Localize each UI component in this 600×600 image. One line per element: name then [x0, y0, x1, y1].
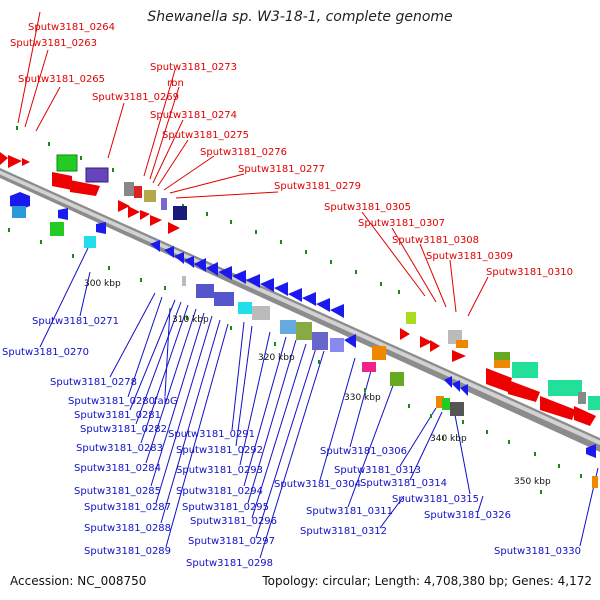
gene-label-0288: Sputw3181_0288 [84, 523, 171, 534]
tick-label-330: 330 kbp [344, 393, 381, 403]
gene-label-0313: Sputw3181_0313 [334, 465, 421, 476]
gene-label-0287: Sputw3181_0287 [84, 502, 171, 513]
gene-label-0296: Sputw3181_0296 [190, 516, 277, 527]
tick-label-310: 310 kbp [172, 315, 209, 325]
gene-label-0264: Sputw3181_0264 [28, 22, 115, 33]
gene-label-0284: Sputw3181_0284 [74, 463, 161, 474]
gene-label-0274: Sputw3181_0274 [150, 110, 237, 121]
gene-label-0306: Sputw3181_0306 [320, 446, 407, 457]
gene-label-0305: Sputw3181_0305 [324, 202, 411, 213]
tick-label-320: 320 kbp [258, 353, 295, 363]
accession-text: Accession: NC_008750 [10, 574, 147, 588]
gene-label-0294: Sputw3181_0294 [176, 486, 263, 497]
scale-tick-marks [8, 126, 582, 494]
gene-label-0295: Sputw3181_0295 [182, 502, 269, 513]
gene-label-0304: Sputw3181_0304 [274, 479, 361, 490]
gene-label-0270: Sputw3181_0270 [2, 347, 89, 358]
gene-label-0276: Sputw3181_0276 [200, 147, 287, 158]
gene-label-0297: Sputw3181_0297 [188, 536, 275, 547]
gene-label-0291: Sputw3181_0291 [168, 429, 255, 440]
gene-label-0298: Sputw3181_0298 [186, 558, 273, 569]
map-title: Shewanella sp. W3-18-1, complete genome [147, 9, 453, 25]
gene-label-0271: Sputw3181_0271 [32, 316, 119, 327]
gene-label-0289: Sputw3181_0289 [84, 546, 171, 557]
gene-label-0280: Sputw3181_0280 [68, 396, 155, 407]
forward-label-leaders [17, 11, 489, 317]
gene-label-0277: Sputw3181_0277 [238, 164, 325, 175]
gene-label-0314: Sputw3181_0314 [360, 478, 447, 489]
gene-label-0281: Sputw3181_0281 [74, 410, 161, 421]
tick-label-300: 300 kbp [84, 279, 121, 289]
gene-label-0293: Sputw3181_0293 [176, 465, 263, 476]
gene-label-0312: Sputw3181_0312 [300, 526, 387, 537]
gene-label-0275: Sputw3181_0275 [162, 130, 249, 141]
gene-label-0292: Sputw3181_0292 [176, 445, 263, 456]
tick-label-350: 350 kbp [514, 477, 551, 487]
gene-label-0265: Sputw3181_0265 [18, 74, 105, 85]
gene-label-0315: Sputw3181_0315 [392, 494, 479, 505]
gene-label-0311: Sputw3181_0311 [306, 506, 393, 517]
gene-label-0283: Sputw3181_0283 [76, 443, 163, 454]
gene-label-0285: Sputw3181_0285 [74, 486, 161, 497]
gene-label-0307: Sputw3181_0307 [358, 218, 445, 229]
gene-label-rbn: rbn [167, 78, 184, 89]
gene-label-0326: Sputw3181_0326 [424, 510, 511, 521]
gene-label-0309: Sputw3181_0309 [426, 251, 513, 262]
reverse-strand-genes [10, 192, 598, 488]
gene-label-0273: Sputw3181_0273 [150, 62, 237, 73]
genome-summary: Topology: circular; Length: 4,708,380 bp… [262, 574, 592, 588]
gene-label-0308: Sputw3181_0308 [392, 235, 479, 246]
gene-label-0279: Sputw3181_0279 [274, 181, 361, 192]
gene-label-0278: Sputw3181_0278 [50, 377, 137, 388]
tick-label-340: 340 kbp [430, 434, 467, 444]
gene-label-0330: Sputw3181_0330 [494, 546, 581, 557]
gene-label-0282: Sputw3181_0282 [80, 424, 167, 435]
forward-strand-genes [0, 152, 600, 426]
reverse-label-leaders [39, 247, 599, 559]
gene-label-fabG: fabG [154, 396, 178, 407]
gene-label-0263: Sputw3181_0263 [10, 38, 97, 49]
gene-label-0310: Sputw3181_0310 [486, 267, 573, 278]
gene-label-0269: Sputw3181_0269 [92, 92, 179, 103]
